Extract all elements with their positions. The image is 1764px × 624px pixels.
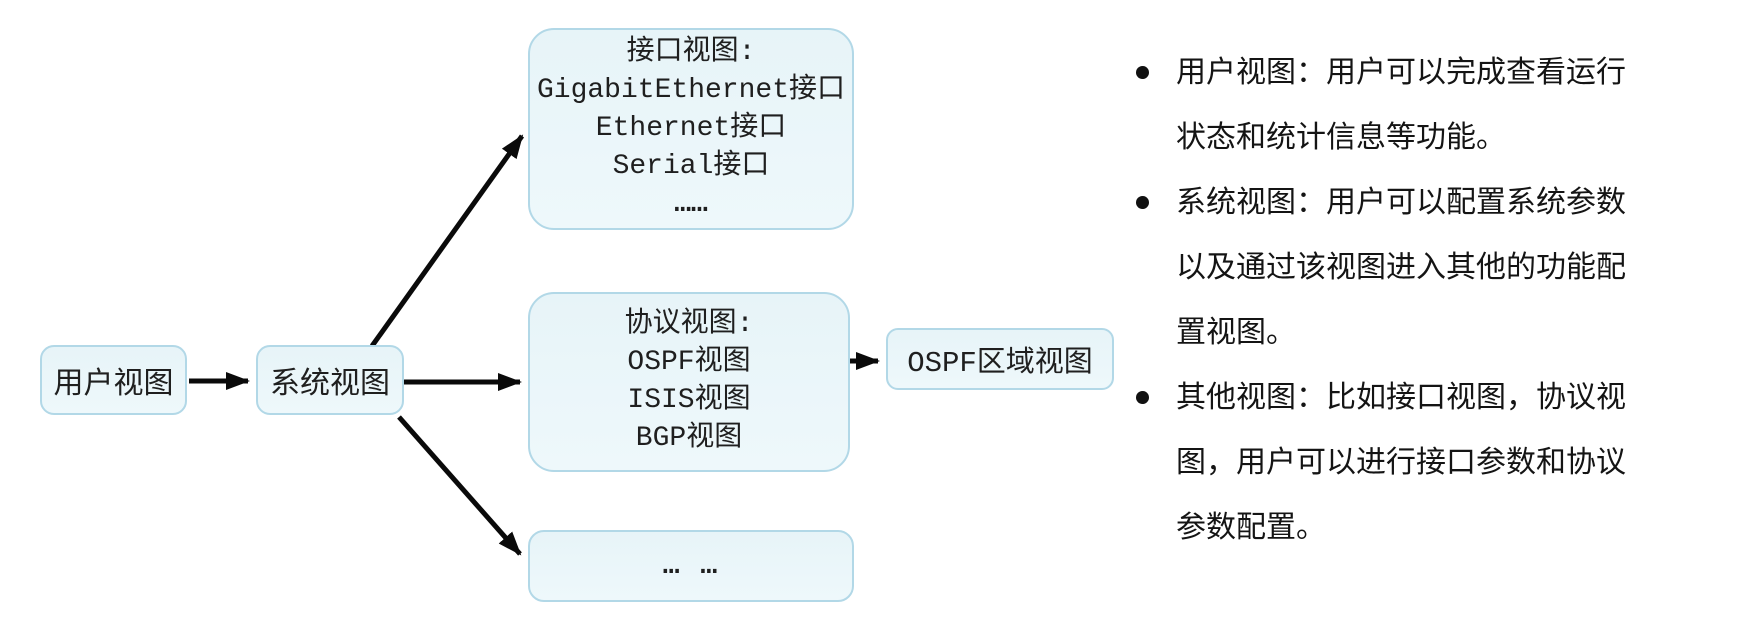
interface-view-item-ethernet: Ethernet接口	[595, 113, 787, 144]
protocol-view-item-bgp: BGP视图	[635, 423, 743, 454]
note-item-user-view: 用户视图：用户可以完成查看运行状态和统计信息等功能。	[1128, 40, 1652, 170]
node-ospf-area-view-label: OSPF区域视图	[907, 347, 1093, 380]
bullet-icon	[1136, 196, 1149, 209]
node-ospf-area-view: OSPF区域视图	[886, 328, 1114, 390]
interface-view-item-serial: Serial接口	[612, 151, 770, 182]
node-user-view: 用户视图	[40, 345, 187, 415]
bullet-icon	[1136, 66, 1149, 79]
protocol-view-title: 协议视图:	[624, 309, 754, 340]
node-system-view: 系统视图	[256, 345, 404, 415]
protocol-view-item-isis: ISIS视图	[627, 385, 751, 416]
note-item-other-views: 其他视图：比如接口视图，协议视图，用户可以进行接口参数和协议参数配置。	[1128, 365, 1652, 560]
interface-view-title: 接口视图:	[626, 37, 756, 68]
note-item-system-view: 系统视图：用户可以配置系统参数以及通过该视图进入其他的功能配置视图。	[1128, 170, 1652, 365]
note-text: 系统视图：用户可以配置系统参数以及通过该视图进入其他的功能配置视图。	[1176, 186, 1626, 349]
arrow-system-to-other	[397, 415, 522, 556]
node-protocol-view: 协议视图: OSPF视图 ISIS视图 BGP视图	[528, 292, 850, 472]
node-other-views: … …	[528, 530, 854, 602]
node-other-views-label: … …	[662, 550, 720, 582]
protocol-view-item-ospf: OSPF视图	[627, 347, 751, 378]
node-user-view-label: 用户视图	[53, 368, 174, 403]
note-text: 其他视图：比如接口视图，协议视图，用户可以进行接口参数和协议参数配置。	[1176, 381, 1626, 544]
node-interface-view: 接口视图: GigabitEthernet接口 Ethernet接口 Seria…	[528, 28, 854, 230]
node-system-view-label: 系统视图	[270, 368, 390, 403]
notes-list: 用户视图：用户可以完成查看运行状态和统计信息等功能。 系统视图：用户可以配置系统…	[1128, 40, 1652, 560]
interface-view-ellipsis: ……	[674, 189, 708, 220]
arrow-system-to-interface	[369, 134, 525, 348]
bullet-icon	[1136, 391, 1149, 404]
interface-view-item-gigabitethernet: GigabitEthernet接口	[536, 75, 846, 106]
note-text: 用户视图：用户可以完成查看运行状态和统计信息等功能。	[1176, 56, 1626, 154]
